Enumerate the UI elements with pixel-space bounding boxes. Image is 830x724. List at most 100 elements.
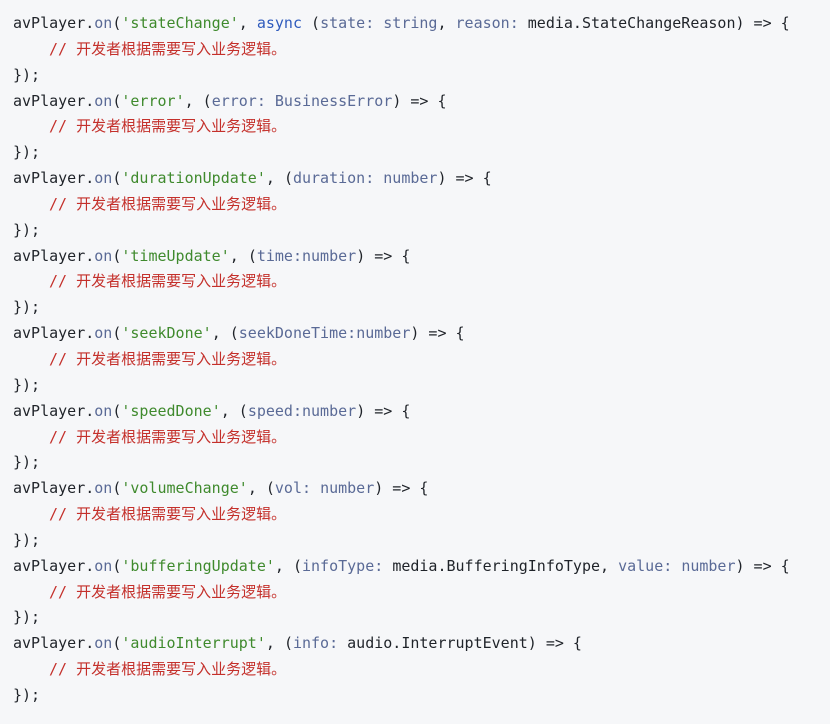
code-method: on xyxy=(94,634,113,653)
code-punct: ) => { xyxy=(356,246,411,265)
code-line-close: }); xyxy=(13,528,830,554)
code-method: on xyxy=(94,401,113,420)
code-param-type: number xyxy=(302,401,357,420)
code-punct: ( xyxy=(229,324,239,343)
code-event-name: seekDone xyxy=(130,324,203,343)
code-param-name: seekDoneTime xyxy=(238,324,348,343)
code-param-name: speed xyxy=(247,401,293,420)
code-string-quote: ' xyxy=(175,91,185,110)
code-line-handler: avPlayer.on('timeUpdate', (time:number) … xyxy=(13,244,830,270)
code-param-type: media.StateChangeReason xyxy=(527,14,736,32)
code-close: }); xyxy=(13,685,41,704)
code-punct: ( xyxy=(112,91,122,110)
code-param-type: media.BufferingInfoType xyxy=(392,556,601,575)
code-punct: . xyxy=(85,479,95,498)
code-close: }); xyxy=(13,65,41,84)
code-event-name: durationUpdate xyxy=(130,169,257,188)
code-param-type: number xyxy=(681,556,736,575)
code-method: on xyxy=(94,169,113,188)
code-line-handler: avPlayer.on('speedDone', (speed:number) … xyxy=(13,399,830,425)
code-string-quote: ' xyxy=(238,479,248,498)
code-punct: . xyxy=(85,401,95,420)
code-punct: : xyxy=(292,246,302,265)
code-punct: , xyxy=(184,91,203,110)
code-punct: ) => { xyxy=(392,91,447,110)
code-punct: . xyxy=(85,14,95,32)
code-punct: , xyxy=(265,169,284,188)
code-punct: , xyxy=(220,401,239,420)
code-string-quote: ' xyxy=(256,634,266,653)
code-param-type: number xyxy=(356,324,411,343)
code-punct: ) => { xyxy=(735,14,790,32)
code-line-close: }); xyxy=(13,295,830,321)
code-punct: , xyxy=(274,556,293,575)
code-punct: ( xyxy=(112,634,122,653)
code-close: }); xyxy=(13,298,41,317)
code-param-type: number xyxy=(302,246,357,265)
code-punct: ) => { xyxy=(527,634,582,653)
code-punct: . xyxy=(85,324,95,343)
code-param-name: info xyxy=(292,634,330,653)
code-punct: : xyxy=(302,479,321,498)
code-comment: // 开发者根据需要写入业务逻辑。 xyxy=(49,117,287,136)
code-punct: , xyxy=(265,634,284,653)
code-punct: : xyxy=(663,556,682,575)
code-line-close: }); xyxy=(13,605,830,631)
code-punct: ( xyxy=(283,634,293,653)
code-line-comment: // 开发者根据需要写入业务逻辑。 xyxy=(13,37,830,63)
code-string-quote: ' xyxy=(121,169,131,188)
code-punct: ( xyxy=(311,14,321,32)
code-line-comment: // 开发者根据需要写入业务逻辑。 xyxy=(13,425,830,451)
code-comment: // 开发者根据需要写入业务逻辑。 xyxy=(49,194,287,213)
code-punct: ( xyxy=(238,401,248,420)
code-line-comment: // 开发者根据需要写入业务逻辑。 xyxy=(13,347,830,373)
code-object: avPlayer xyxy=(13,246,86,265)
code-param-type: number xyxy=(383,169,438,188)
code-object: avPlayer xyxy=(13,91,86,110)
code-punct: , xyxy=(229,246,248,265)
code-close: }); xyxy=(13,375,41,394)
code-comment: // 开发者根据需要写入业务逻辑。 xyxy=(49,349,287,368)
code-param-type: string xyxy=(383,14,438,32)
code-comment: // 开发者根据需要写入业务逻辑。 xyxy=(49,582,287,601)
code-punct: ( xyxy=(283,169,293,188)
code-param-type: audio.InterruptEvent xyxy=(347,634,528,653)
code-punct: ) => { xyxy=(437,169,492,188)
code-comment: // 开发者根据需要写入业务逻辑。 xyxy=(49,660,287,679)
code-event-name: audioInterrupt xyxy=(130,634,257,653)
code-punct: , xyxy=(437,14,456,32)
code-punct: ( xyxy=(247,246,257,265)
code-param-name: reason xyxy=(455,14,510,32)
code-string-quote: ' xyxy=(229,14,239,32)
code-string-quote: ' xyxy=(211,401,221,420)
code-string-quote: ' xyxy=(265,556,275,575)
code-line-handler: avPlayer.on('error', (error: BusinessErr… xyxy=(13,89,830,115)
code-punct: : xyxy=(347,324,357,343)
code-line-close: }); xyxy=(13,63,830,89)
code-event-name: speedDone xyxy=(130,401,212,420)
code-punct: . xyxy=(85,169,95,188)
code-punct: ( xyxy=(112,324,122,343)
code-line-comment: // 开发者根据需要写入业务逻辑。 xyxy=(13,114,830,140)
code-object: avPlayer xyxy=(13,634,86,653)
code-keyword: async xyxy=(256,14,312,32)
code-string-quote: ' xyxy=(121,556,131,575)
code-punct: : xyxy=(365,169,384,188)
code-punct: , xyxy=(600,556,619,575)
code-punct: . xyxy=(85,556,95,575)
code-punct: . xyxy=(85,634,95,653)
code-object: avPlayer xyxy=(13,401,86,420)
code-string-quote: ' xyxy=(121,246,131,265)
code-comment: // 开发者根据需要写入业务逻辑。 xyxy=(49,505,287,524)
code-method: on xyxy=(94,324,113,343)
code-line-handler: avPlayer.on('seekDone', (seekDoneTime:nu… xyxy=(13,321,830,347)
code-param-name: time xyxy=(256,246,293,265)
code-line-comment: // 开发者根据需要写入业务逻辑。 xyxy=(13,580,830,606)
code-punct: ) => { xyxy=(735,556,790,575)
code-method: on xyxy=(94,14,113,32)
code-punct: ) => { xyxy=(410,324,465,343)
code-event-name: error xyxy=(130,91,176,110)
code-comment: // 开发者根据需要写入业务逻辑。 xyxy=(49,39,287,58)
code-string-quote: ' xyxy=(121,14,131,32)
